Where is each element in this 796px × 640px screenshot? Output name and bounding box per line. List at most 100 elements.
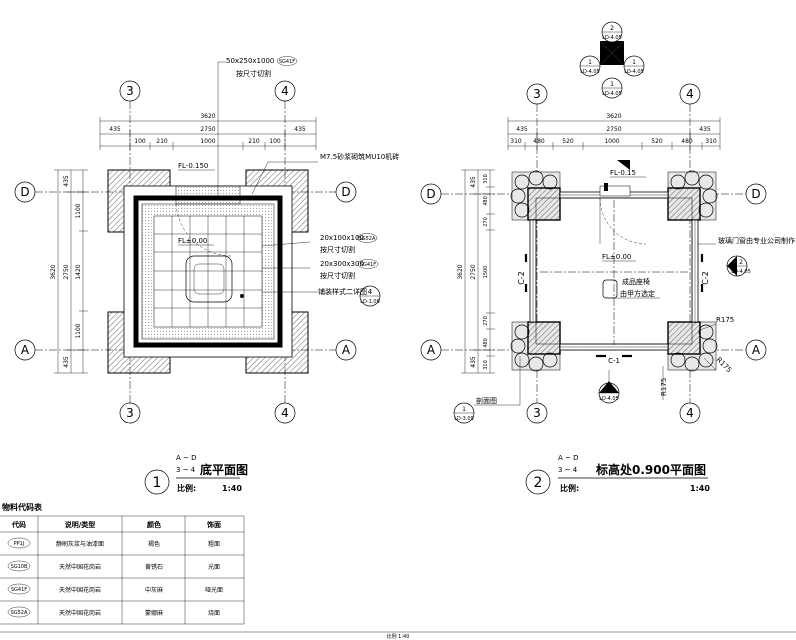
- dim: 310: [705, 138, 717, 145]
- plan-title: 底平面图: [200, 462, 248, 477]
- dim-top-total: 3620: [200, 113, 215, 120]
- dim: 2750: [606, 126, 621, 133]
- dim: 270: [483, 316, 489, 326]
- title-axis: 3 ~ 4: [558, 466, 578, 474]
- detail-num: 1: [462, 406, 466, 413]
- grid-label: 4: [686, 406, 694, 420]
- compass-symbol: 2 LD-4.05 1 LD-4.05 1 LD-4.05 1 LD-4.05: [579, 21, 645, 99]
- compass-num: 1: [588, 59, 592, 66]
- legend-desc: 天然中国花岗岩: [59, 609, 101, 617]
- compass-ref: LD-4.05: [624, 69, 644, 75]
- dim: 435: [699, 126, 711, 133]
- grid-label: D: [751, 187, 760, 201]
- title-axis: 3 ~ 4: [176, 466, 196, 474]
- fl-label: FL±0.00: [602, 253, 631, 261]
- fl-label: FL-0.150: [178, 162, 208, 170]
- legend-color: 蒙娜麻: [145, 609, 163, 617]
- material-tag: SG41F: [279, 59, 295, 65]
- plan-1: 3 4 3 4 D A D A 3620 435: [14, 56, 399, 495]
- grid-label: 4: [281, 84, 289, 98]
- grid-label: 3: [533, 406, 541, 420]
- scale-label: 比例:: [560, 483, 579, 493]
- legend-header: 说明/类型: [65, 520, 96, 529]
- note-mortar: M7.5砂浆砌筑MU10机砖: [320, 152, 399, 161]
- grid-label: D: [341, 185, 350, 199]
- legend-desc: 天然中国花岗岩: [59, 586, 101, 594]
- scale-value: 1:40: [222, 484, 242, 493]
- compass-num: 2: [610, 25, 614, 32]
- dim: 435: [109, 126, 121, 133]
- dim: 1100: [75, 323, 82, 338]
- legend-code: SG10B: [11, 564, 28, 570]
- grid-label: 4: [686, 87, 694, 101]
- grid-label: A: [752, 343, 761, 357]
- dim: 1000: [200, 138, 215, 145]
- legend-desc: 天然中国花岗岩: [59, 563, 101, 571]
- callout-top: 50x250x1000: [226, 57, 274, 65]
- dim: 520: [562, 138, 574, 145]
- detail-ref: LD-3.09: [454, 416, 474, 422]
- dim: 480: [681, 138, 693, 145]
- legend-finish: 烧面: [208, 609, 220, 617]
- grid-label: D: [20, 185, 29, 199]
- title-bubble-1: [144, 469, 170, 495]
- legend-row: SG10B 天然中国花岗岩 黄锈石 光面: [7, 560, 220, 572]
- callout-section: 剖面图: [476, 396, 497, 405]
- note-bench: 成品座椅: [622, 277, 650, 286]
- legend-finish: 哑光面: [205, 586, 223, 594]
- dim: 1500: [483, 266, 489, 279]
- radius-label: R175: [660, 378, 668, 396]
- callout-top-sub: 按尺寸切割: [236, 69, 271, 78]
- grid-label: 3: [126, 84, 134, 98]
- dim: 520: [651, 138, 663, 145]
- legend-color: 黄锈石: [145, 563, 163, 571]
- fl-label: FL±0.00: [178, 237, 207, 245]
- dim: 435: [470, 176, 477, 188]
- dim: 310: [483, 360, 489, 370]
- dim: 480: [483, 338, 489, 348]
- detail-num: 1: [607, 387, 611, 394]
- corner-post-tl: [510, 170, 561, 221]
- dim: 1000: [604, 138, 619, 145]
- legend-code: SG52A: [11, 610, 28, 616]
- legend-title: 物料代码表: [2, 502, 43, 512]
- radius-label: R175: [716, 316, 734, 324]
- dim: 100: [269, 138, 281, 145]
- dim-top-total: 3620: [606, 113, 621, 120]
- title-number: 2: [534, 475, 543, 491]
- detail-ref: LD-1.06: [360, 299, 380, 305]
- dim: 210: [156, 138, 168, 145]
- callout-right-3: 铺装样式二详图: [318, 287, 367, 296]
- legend-header: 代码: [11, 520, 26, 529]
- fl-label: FL-0.15: [610, 169, 636, 177]
- grid-label: A: [21, 343, 30, 357]
- dim: 435: [470, 356, 477, 368]
- grid-label: 3: [533, 87, 541, 101]
- legend-desc: 静刷灰浆与油漆面: [56, 540, 104, 548]
- material-tag: SG52A: [359, 236, 376, 242]
- grid-label: A: [342, 343, 351, 357]
- legend-finish: 粗面: [208, 540, 220, 548]
- title-axis: A ~ D: [176, 454, 197, 462]
- legend-code: PP1J: [14, 541, 25, 547]
- title-axis: A ~ D: [558, 454, 579, 462]
- bench: [602, 279, 618, 299]
- legend-row: SG41F 天然中国花岗岩 中灰麻 哑光面: [7, 583, 223, 595]
- title-number: 1: [153, 475, 162, 491]
- dim: 1100: [75, 203, 82, 218]
- dim: 2750: [200, 126, 215, 133]
- legend-code: SG41F: [11, 587, 27, 593]
- dim-left-total: 3620: [50, 264, 57, 279]
- section-mark: C-1: [608, 357, 620, 365]
- dim-left-total: 3620: [457, 264, 464, 279]
- compass-num: 1: [610, 81, 614, 88]
- detail-num: 4: [368, 288, 373, 296]
- dim: 1420: [75, 264, 82, 279]
- section-mark: C-2: [517, 271, 526, 285]
- dim: 480: [483, 196, 489, 206]
- note-bench: 由甲方选定: [620, 289, 655, 298]
- legend-row: SG52A 天然中国花岗岩 蒙娜麻 烧面: [7, 606, 220, 618]
- note-glass: 玻璃门窗由专业公司制作: [718, 236, 795, 245]
- dim: 310: [510, 138, 522, 145]
